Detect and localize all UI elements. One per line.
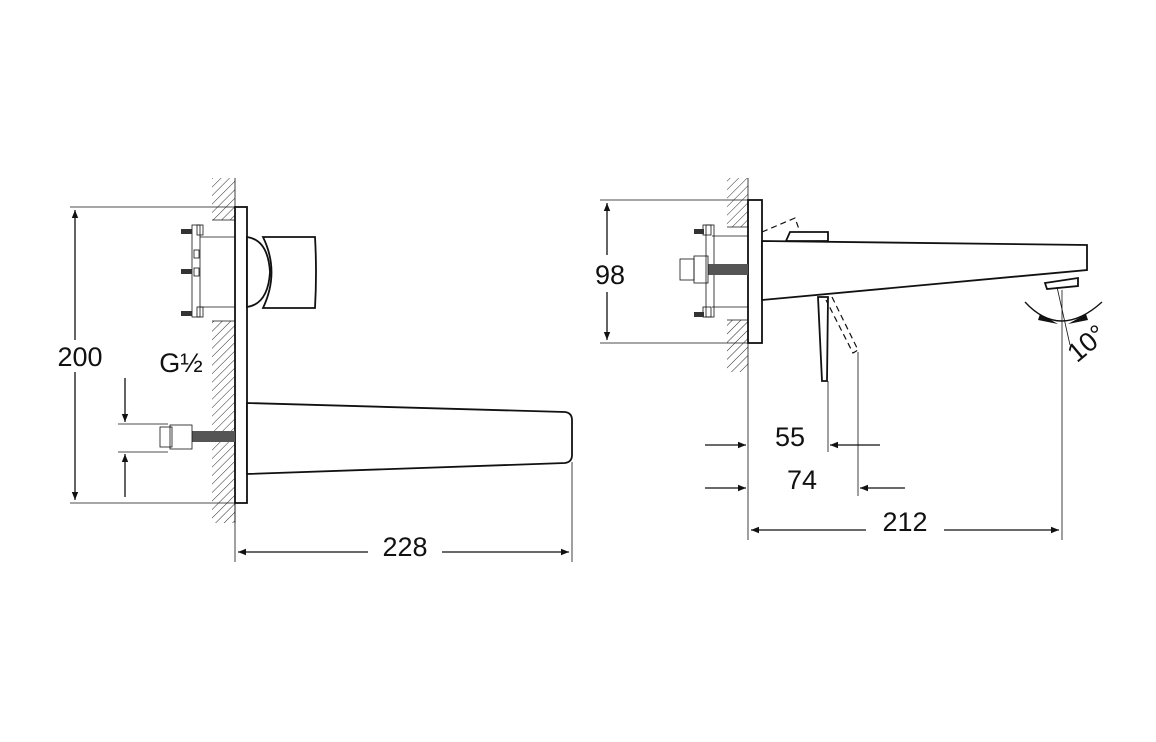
lever (817, 296, 829, 382)
cover-plate (747, 199, 763, 344)
mounting-box (181, 224, 235, 318)
mounting-box (679, 224, 748, 318)
cover-plate (234, 206, 248, 504)
spout (761, 240, 1088, 301)
height-label: 200 (57, 342, 102, 372)
projection-label: 212 (882, 507, 927, 537)
wall-hatch (727, 178, 749, 372)
handle (246, 235, 317, 309)
height-label: 98 (595, 260, 625, 290)
side-view: 10° 98 55 74 212 (595, 178, 1112, 540)
extension-lines (747, 352, 859, 540)
front-view: 200 G½ 228 (57, 178, 573, 562)
inlet-fitting (159, 424, 235, 450)
wall-hatch (212, 178, 236, 523)
angle-indicator: 10° (1024, 286, 1112, 540)
dimension-212: 212 (751, 507, 1059, 537)
spout (246, 402, 573, 475)
dimension-200: 200 (57, 206, 235, 504)
dimension-228: 228 (234, 462, 573, 562)
projection-label: 228 (382, 532, 427, 562)
dimension-thread: G½ (118, 348, 203, 497)
lever-top (784, 231, 829, 242)
dimension-74: 74 (705, 465, 905, 495)
dimension-98: 98 (595, 199, 748, 344)
lever-label-74: 74 (787, 465, 817, 495)
lever-label-55: 55 (775, 422, 805, 452)
aerator (1043, 276, 1079, 290)
dimension-55: 55 (705, 422, 880, 452)
thread-label: G½ (159, 348, 203, 378)
angle-label: 10° (1061, 319, 1112, 368)
